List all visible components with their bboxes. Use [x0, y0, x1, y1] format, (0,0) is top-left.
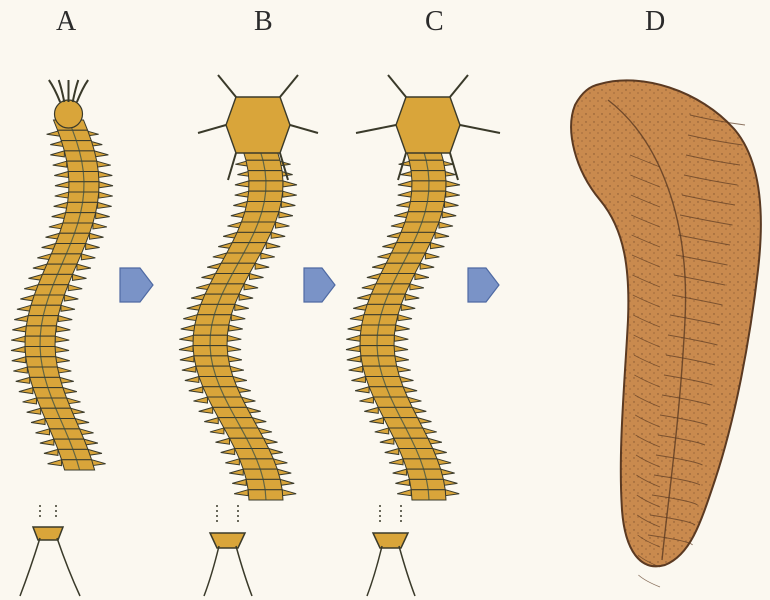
- organism-d: [571, 80, 761, 587]
- arrow-icon: [468, 268, 499, 302]
- tail-detail-b: [204, 505, 252, 596]
- tail-detail-c: [367, 505, 415, 596]
- organism-b: [179, 75, 318, 500]
- tail-detail-a: [20, 505, 80, 596]
- arrow-icon: [304, 268, 335, 302]
- arrow-icon: [120, 268, 153, 302]
- organism-a: [11, 80, 113, 470]
